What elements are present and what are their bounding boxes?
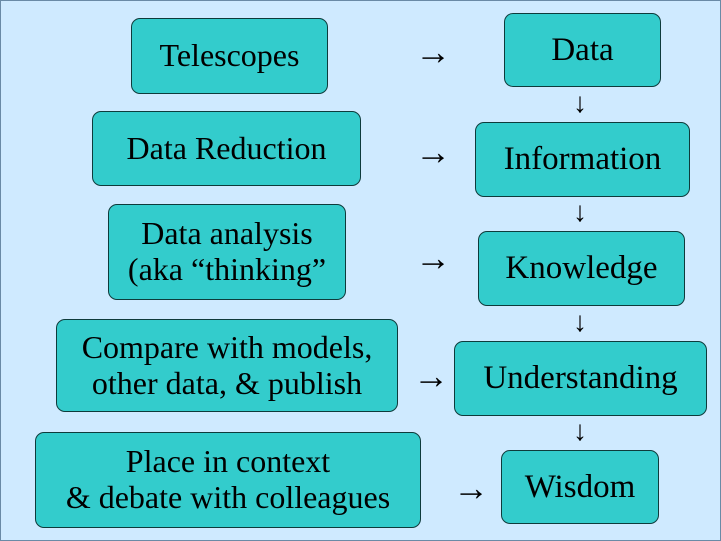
right-arrow-icon: → [453,468,489,508]
down-arrow-icon: ↓ [573,88,587,119]
data-reduction-box: Data Reduction [92,111,361,186]
down-arrow-icon: ↓ [573,197,587,228]
right-arrow-icon: → [415,132,451,172]
understanding-box: Understanding [454,341,707,416]
down-arrow-icon: ↓ [573,307,587,338]
place-in-context-box: Place in context & debate with colleague… [35,432,421,528]
wisdom-box: Wisdom [501,450,659,524]
right-arrow-icon: → [415,32,451,72]
down-arrow-icon: ↓ [573,416,587,447]
information-box: Information [475,122,690,197]
compare-publish-box: Compare with models, other data, & publi… [56,319,398,412]
telescopes-box: Telescopes [131,18,328,94]
knowledge-box: Knowledge [478,231,685,306]
right-arrow-icon: → [415,238,451,278]
right-arrow-icon: → [413,356,449,396]
data-analysis-box: Data analysis (aka “thinking” [108,204,346,300]
data-box: Data [504,13,661,87]
